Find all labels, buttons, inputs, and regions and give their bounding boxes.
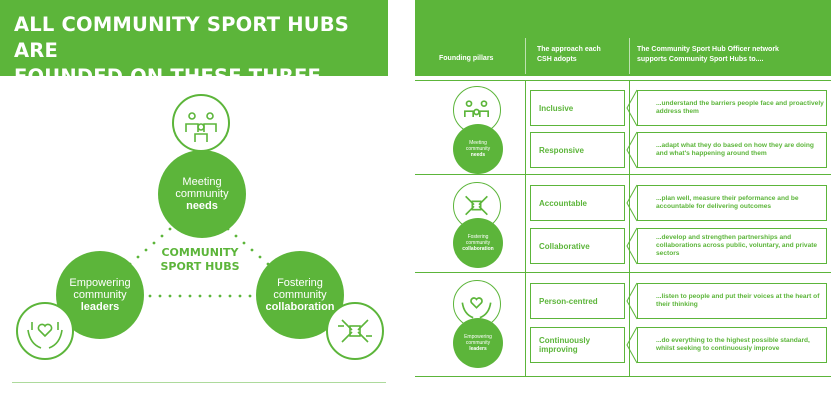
pillar-meeting-needs: Meeting community needs bbox=[158, 150, 246, 238]
badge-line1: Fostering bbox=[467, 234, 489, 240]
support-cell: ...develop and strengthen partnerships a… bbox=[637, 228, 827, 264]
title-banner: ALL COMMUNITY SPORT HUBS ARE FOUNDED ON … bbox=[0, 0, 388, 114]
pillar-label-line2: community bbox=[175, 188, 229, 200]
people-group-icon bbox=[172, 94, 230, 152]
badge-line1: Empowering bbox=[464, 334, 492, 340]
pillar-badge-fostering-collaboration: Fostering community collaboration bbox=[453, 218, 503, 268]
header-approach-line2: CSH adopts bbox=[537, 56, 577, 63]
row-separator bbox=[415, 174, 831, 175]
badge-line1: Meeting bbox=[469, 140, 487, 146]
badge-line2: community bbox=[465, 146, 491, 152]
support-cell: ...plan well, measure their peformance a… bbox=[637, 185, 827, 221]
right-panel: Founding pillars The approach each CSH a… bbox=[415, 0, 831, 403]
pillar-badge-meeting-needs: Meeting community needs bbox=[453, 124, 503, 174]
badge-line3: needs bbox=[470, 152, 486, 158]
table-header: Founding pillars The approach each CSH a… bbox=[415, 0, 831, 76]
row-separator bbox=[415, 80, 831, 81]
pillar-label-line1: Meeting bbox=[182, 176, 222, 188]
community-sport-hubs-label: COMMUNITY SPORT HUBS bbox=[150, 246, 250, 274]
badge-line3: leaders bbox=[469, 346, 487, 352]
header-divider-2 bbox=[629, 38, 630, 74]
page-title: ALL COMMUNITY SPORT HUBS ARE FOUNDED ON … bbox=[14, 12, 388, 116]
header-support-line2: supports Community Sport Hubs to.... bbox=[637, 56, 764, 63]
row-separator bbox=[415, 376, 831, 377]
approach-cell: Inclusive bbox=[530, 90, 625, 126]
approach-cell: Person-centred bbox=[530, 283, 625, 319]
pillar-label-line1: Fostering bbox=[277, 277, 323, 289]
badge-line3: collaboration bbox=[462, 246, 494, 252]
header-support-line1: The Community Sport Hub Officer network bbox=[637, 46, 779, 53]
center-label-line1: COMMUNITY bbox=[161, 246, 239, 259]
hands-heart-icon bbox=[16, 302, 74, 360]
header-support: The Community Sport Hub Officer network … bbox=[637, 45, 779, 65]
center-label-line2: SPORT HUBS bbox=[160, 260, 240, 273]
approach-cell: Responsive bbox=[530, 132, 625, 168]
pillar-label-line3: needs bbox=[186, 200, 218, 212]
header-approach: The approach each CSH adopts bbox=[537, 45, 601, 65]
header-approach-line1: The approach each bbox=[537, 46, 601, 53]
column-divider bbox=[525, 80, 526, 376]
approach-cell: Accountable bbox=[530, 185, 625, 221]
support-cell: ...adapt what they do based on how they … bbox=[637, 132, 827, 168]
pillar-label-line3: leaders bbox=[80, 301, 120, 313]
approach-cell: Collaborative bbox=[530, 228, 625, 264]
support-cell: ...understand the barriers people face a… bbox=[637, 90, 827, 126]
left-panel: ALL COMMUNITY SPORT HUBS ARE FOUNDED ON … bbox=[0, 0, 388, 403]
pillar-label-line1: Empowering bbox=[69, 277, 131, 289]
support-cell: ...do everything to the highest possible… bbox=[637, 327, 827, 363]
title-line-1: ALL COMMUNITY SPORT HUBS ARE bbox=[14, 13, 350, 62]
badge-line2: community bbox=[465, 340, 491, 346]
badge-line2: community bbox=[465, 240, 491, 246]
hands-heart-icon bbox=[453, 280, 501, 328]
row-separator bbox=[415, 272, 831, 273]
pillar-badge-empowering-leaders: Empowering community leaders bbox=[453, 318, 503, 368]
joined-hands-icon bbox=[326, 302, 384, 360]
bottom-rule bbox=[12, 382, 386, 383]
pillar-label-line2: community bbox=[73, 289, 127, 301]
approach-cell: Continuously improving bbox=[530, 327, 625, 363]
pillar-label-line2: community bbox=[273, 289, 327, 301]
pillar-label-line3: collaboration bbox=[265, 301, 335, 313]
column-divider bbox=[629, 80, 630, 376]
header-divider-1 bbox=[525, 38, 526, 74]
header-founding-pillars: Founding pillars bbox=[439, 55, 494, 62]
title-line-2: FOUNDED ON THESE THREE PILLARS bbox=[14, 65, 321, 114]
support-cell: ...listen to people and put their voices… bbox=[637, 283, 827, 319]
